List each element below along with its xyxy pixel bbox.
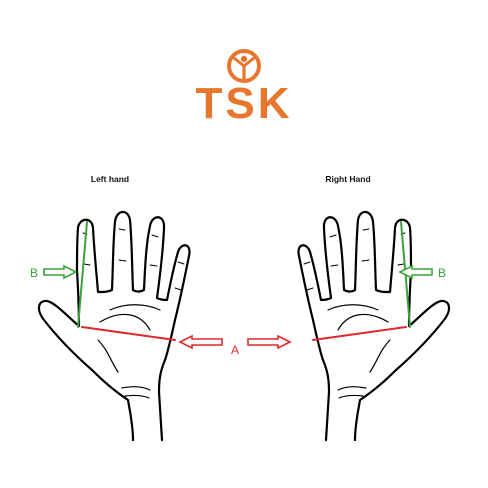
right-hand <box>297 210 451 442</box>
tsk-logo: TSK <box>196 49 293 128</box>
left-arrow-b <box>43 264 78 280</box>
left-measure-a-line <box>81 326 176 341</box>
left-hand <box>37 210 191 442</box>
person-in-circle-icon <box>227 49 261 83</box>
right-measure-a-line <box>312 326 407 341</box>
label-a: A <box>231 343 239 357</box>
right-hand-outline <box>297 210 451 442</box>
left-arrow-a <box>178 334 223 350</box>
left-hand-title: Left hand <box>91 174 129 184</box>
left-measure-b-line <box>77 221 88 328</box>
logo-text: TSK <box>196 79 293 128</box>
right-arrow-a <box>247 334 292 350</box>
right-hand-title: Right Hand <box>325 174 370 184</box>
right-label-b: B <box>438 266 446 280</box>
right-arrow-b <box>398 264 433 280</box>
left-label-b: B <box>30 266 38 280</box>
left-hand-outline <box>37 210 191 442</box>
